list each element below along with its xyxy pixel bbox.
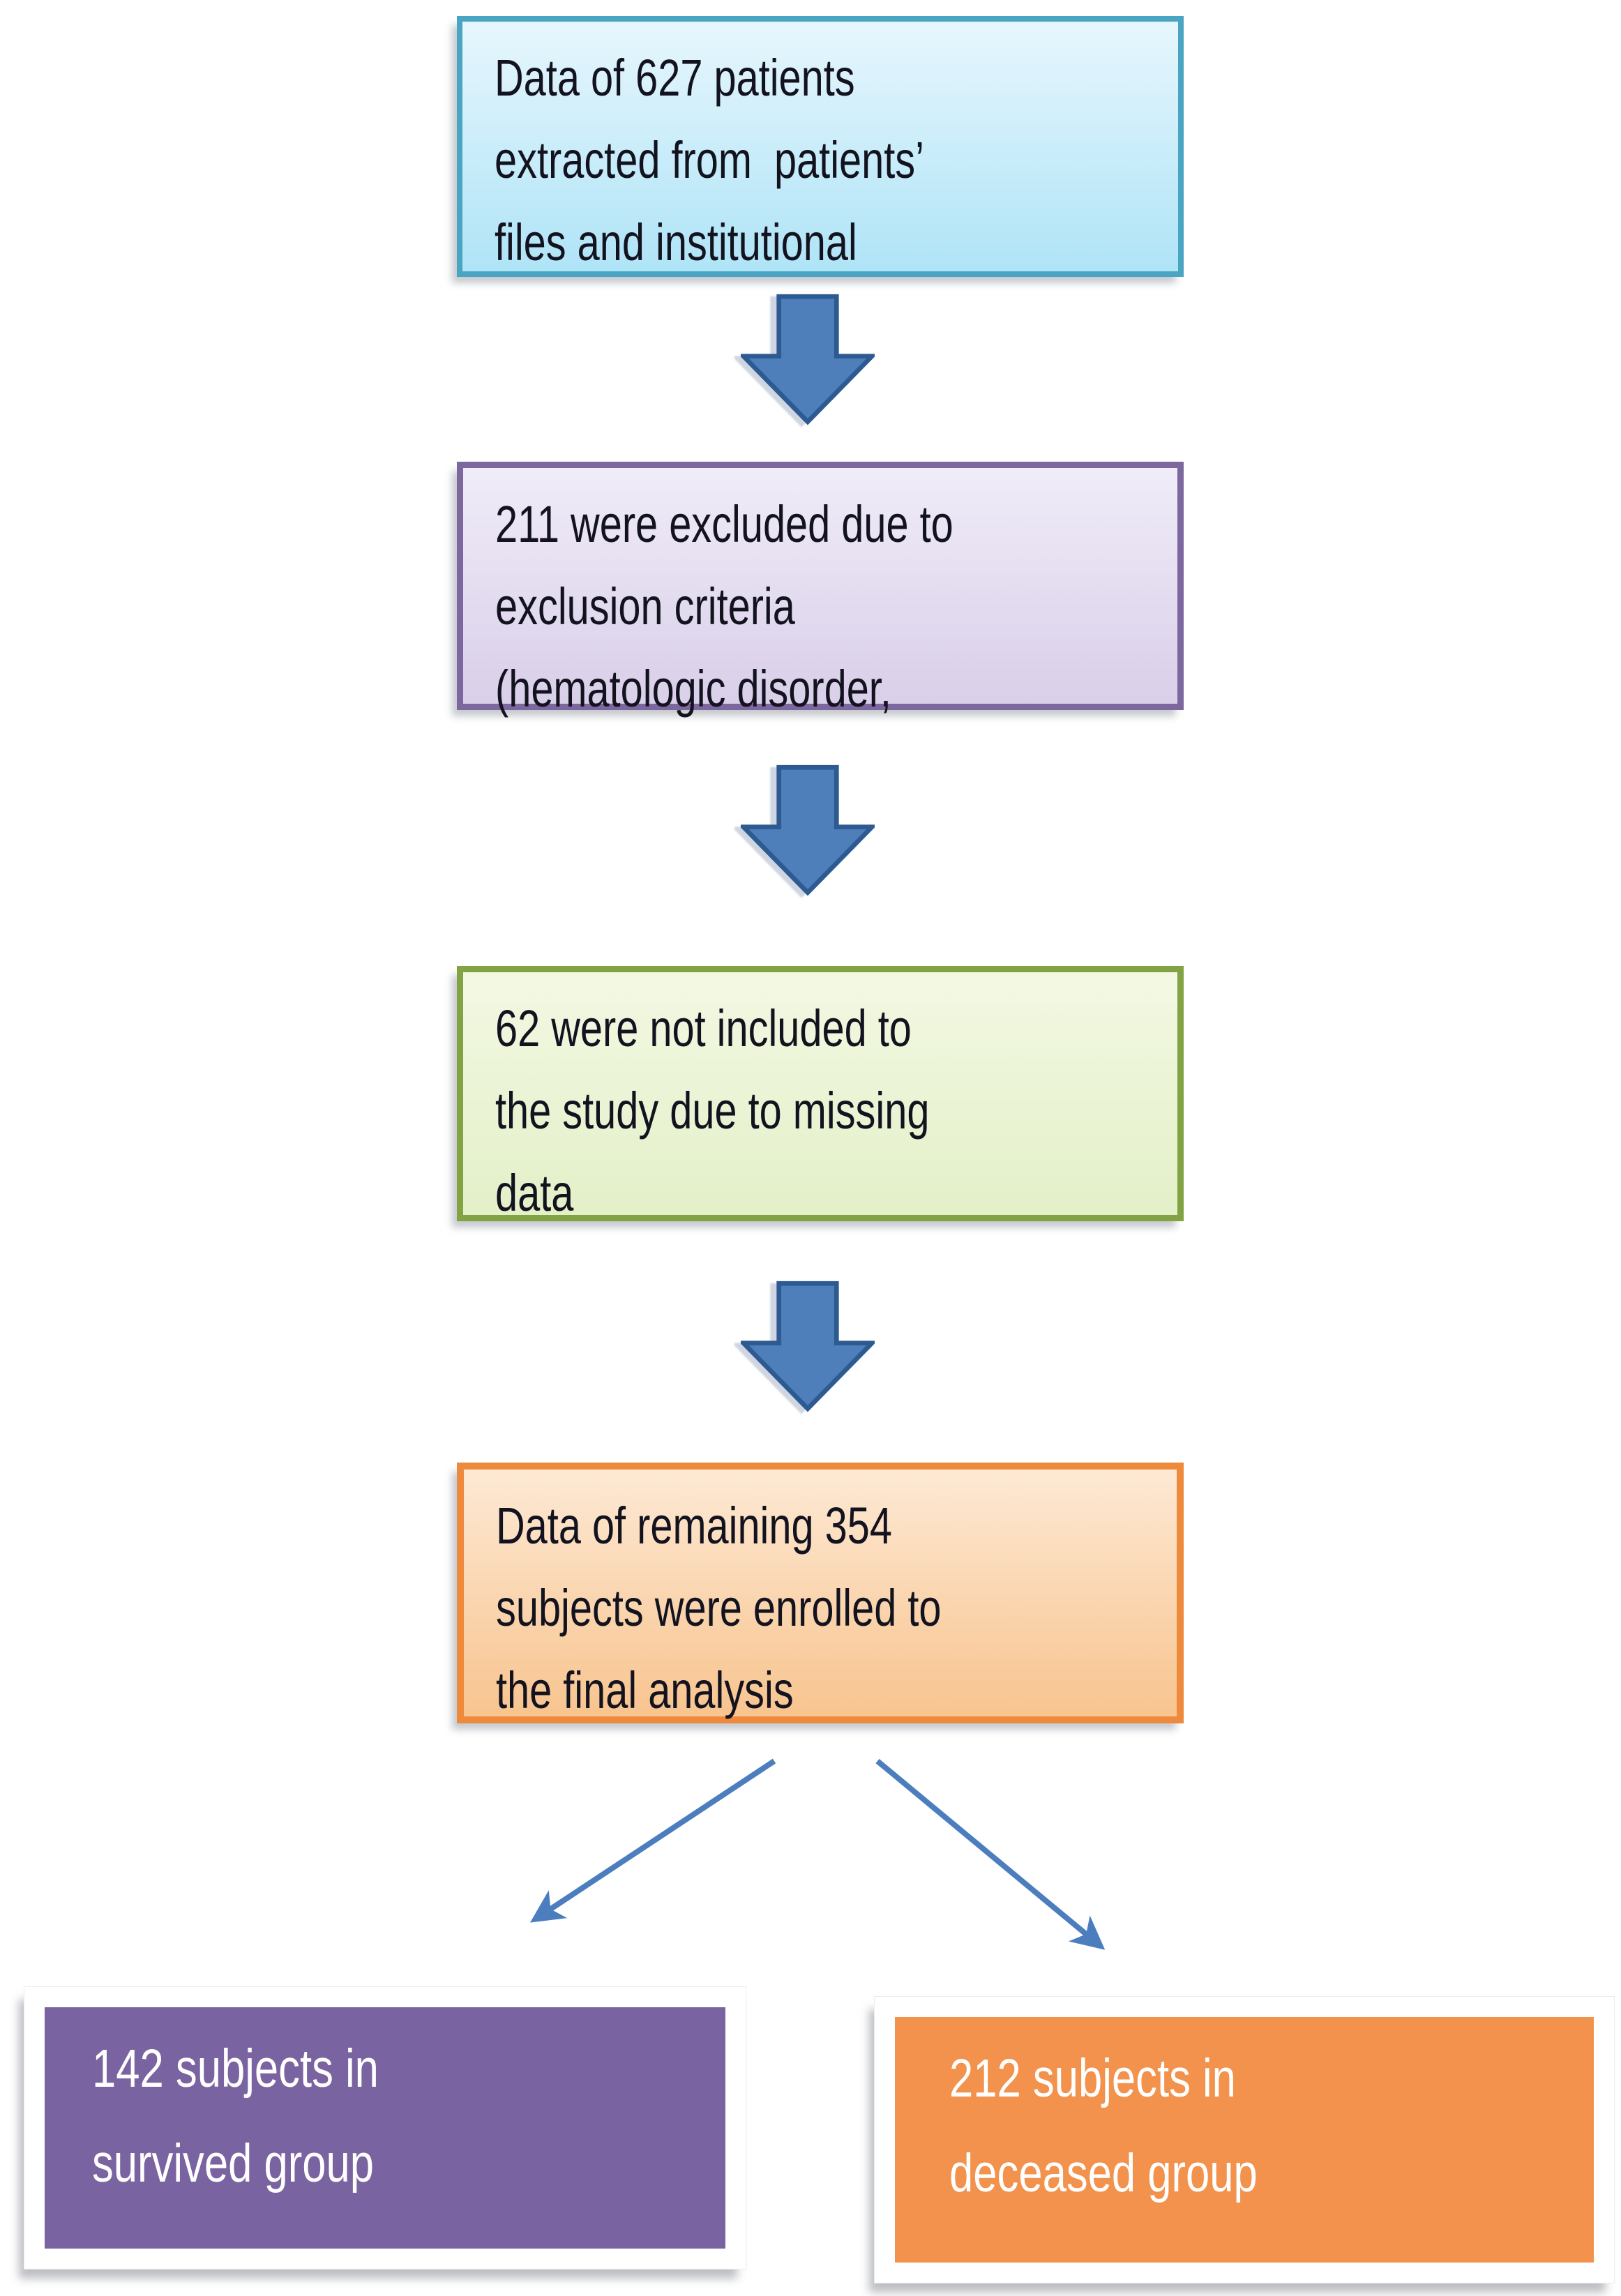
flow-box-text-line: Data of 627 patients <box>495 49 855 107</box>
outcome-frame-survived: 142 subjects in survived group <box>24 1986 746 2269</box>
flow-box-enrolled: Data of remaining 354 subjects were enro… <box>457 1463 1184 1723</box>
branch-arrow-right-icon <box>875 1758 1106 1950</box>
down-arrow-shape <box>741 294 875 425</box>
outcome-text-line: 142 subjects in <box>92 2039 379 2099</box>
branch-arrow-left-icon <box>529 1758 776 1923</box>
down-arrow-icon <box>741 764 875 896</box>
flow-box-text-line: data <box>495 1164 574 1222</box>
flow-box-excluded: 211 were excluded due to exclusion crite… <box>457 462 1184 718</box>
outcome-box-survived: 142 subjects in survived group <box>45 2007 725 2249</box>
flow-box-text-line: subjects were enrolled to <box>496 1579 942 1637</box>
flow-box-source: Data of 627 patients extracted from pati… <box>457 16 1184 277</box>
outcome-text-line: survived group <box>92 2133 375 2193</box>
flow-box-text-line: exclusion criteria <box>495 577 795 635</box>
outcome-text-line: 212 subjects in <box>949 2048 1236 2108</box>
flow-box-text-line: (hematologic disorder, <box>495 660 891 718</box>
flow-box-text-line: 62 were not included to <box>495 999 912 1057</box>
flow-box-text-line: Data of remaining 354 <box>496 1497 892 1555</box>
flow-box-text-line: 211 were excluded due to <box>495 495 953 553</box>
down-arrow-icon <box>741 294 875 425</box>
flow-box-text-line: the study due to missing <box>495 1082 930 1140</box>
branch-arrows <box>529 1758 1106 1950</box>
outcome-box-deceased: 212 subjects in deceased group <box>895 2017 1594 2263</box>
down-arrow-shape <box>741 764 875 896</box>
flow-box-text-line: files and institutional <box>495 213 857 271</box>
down-arrow-icon <box>741 1281 875 1412</box>
flow-box-not-included: 62 were not included to the study due to… <box>457 966 1184 1222</box>
outcome-text-line: deceased group <box>949 2143 1258 2203</box>
down-arrow-shape <box>741 1281 875 1412</box>
flow-box-text-line: extracted from patients’ <box>495 131 924 189</box>
flow-box-text-line: the final analysis <box>496 1661 794 1719</box>
outcome-frame-deceased: 212 subjects in deceased group <box>874 1996 1615 2283</box>
